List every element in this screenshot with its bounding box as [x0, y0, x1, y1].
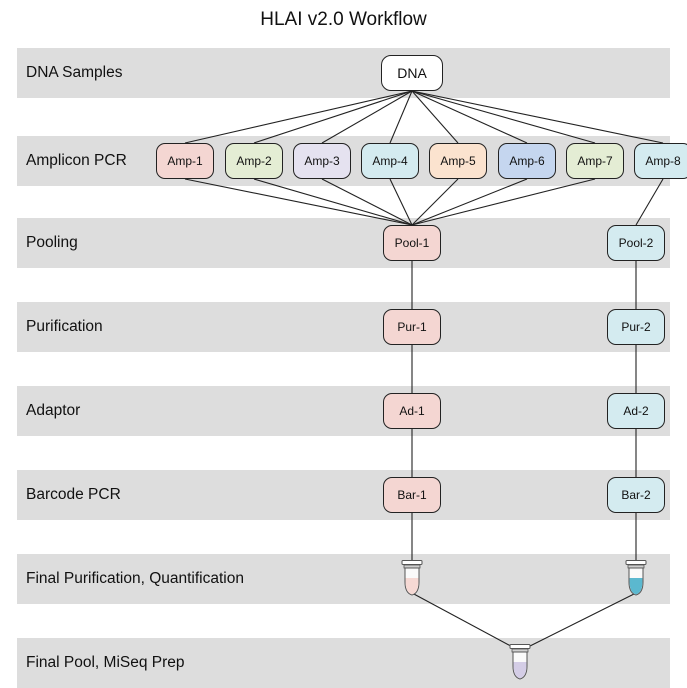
- dna-to-amplicon-line: [321, 90, 413, 144]
- amplicon-node: Amp-8: [634, 143, 687, 179]
- row-band: [17, 386, 670, 436]
- row-label: DNA Samples: [26, 64, 123, 81]
- row-label: Adaptor: [26, 402, 81, 419]
- amplicon-node: Amp-1: [156, 143, 214, 179]
- tube-to-final-pool-line: [519, 592, 637, 652]
- dna-to-amplicon-line: [411, 90, 459, 144]
- amplicon-node: Amp-6: [498, 143, 556, 179]
- branch-step-node: Pool-2: [607, 225, 665, 261]
- row-label: Pooling: [26, 234, 78, 251]
- row-band: [17, 302, 670, 352]
- row-label: Final Pool, MiSeq Prep: [26, 654, 185, 671]
- row-band: [17, 48, 670, 98]
- dna-to-amplicon-line: [253, 90, 413, 144]
- row-label: Purification: [26, 318, 103, 335]
- row-label: Barcode PCR: [26, 486, 121, 503]
- row-label: Final Purification, Quantification: [26, 570, 244, 587]
- dna-to-amplicon-line: [184, 90, 413, 144]
- amplicon-node: Amp-3: [293, 143, 351, 179]
- branch-step-node: Ad-1: [383, 393, 441, 429]
- row-band: [17, 554, 670, 604]
- amplicon-to-pool-line: [411, 178, 528, 226]
- dna-to-amplicon-line: [411, 90, 596, 144]
- branch-step-node: Pur-2: [607, 309, 665, 345]
- amplicon-to-pool-line: [184, 178, 413, 226]
- tube-icon: [401, 560, 423, 596]
- dna-to-amplicon-line: [389, 90, 413, 144]
- diagram-title: HLAI v2.0 Workflow: [260, 9, 427, 30]
- dna-to-amplicon-line: [411, 90, 528, 144]
- amplicon-to-pool-line: [321, 178, 413, 226]
- tube-icon: [625, 560, 647, 596]
- amplicon-node: Amp-4: [361, 143, 419, 179]
- row-band: [17, 638, 670, 688]
- amplicon-to-pool-line: [253, 178, 413, 226]
- row-label: Amplicon PCR: [26, 152, 127, 169]
- amplicon-to-pool-line: [389, 178, 413, 226]
- tube-icon: [509, 644, 531, 680]
- dna-node: DNA: [381, 55, 443, 91]
- branch-step-node: Bar-2: [607, 477, 665, 513]
- branch-step-node: Bar-1: [383, 477, 441, 513]
- amplicon-to-pool-line: [411, 178, 459, 226]
- branch-step-node: Ad-2: [607, 393, 665, 429]
- amplicon-node: Amp-7: [566, 143, 624, 179]
- amplicon-to-pool-line: [635, 178, 664, 226]
- row-band: [17, 218, 670, 268]
- amplicon-node: Amp-5: [429, 143, 487, 179]
- branch-step-node: Pool-1: [383, 225, 441, 261]
- amplicon-to-pool-line: [411, 178, 596, 226]
- row-band: [17, 470, 670, 520]
- amplicon-node: Amp-2: [225, 143, 283, 179]
- tube-to-final-pool-line: [411, 592, 521, 652]
- branch-step-node: Pur-1: [383, 309, 441, 345]
- dna-to-amplicon-line: [411, 90, 664, 144]
